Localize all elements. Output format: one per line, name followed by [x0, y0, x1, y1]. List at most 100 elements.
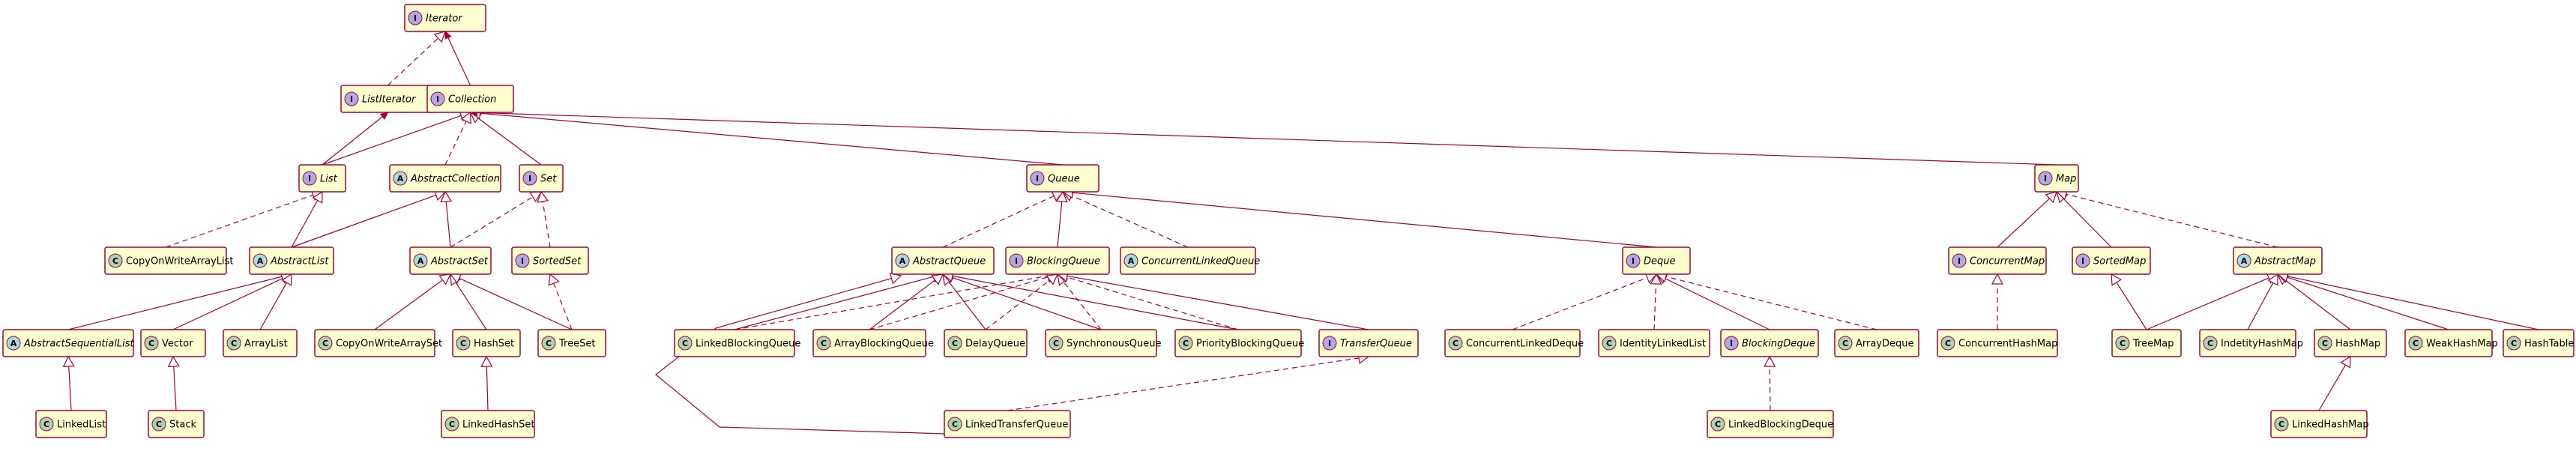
node-box [409, 246, 492, 275]
node-HashTable[interactable]: C HashTable [2503, 329, 2575, 357]
type-letter: C [952, 420, 958, 429]
edge-AbstractSequentialList-to-AbstractList [67, 276, 283, 330]
edge-TreeSet-to-AbstractSet [459, 277, 573, 330]
node-label: BlockingDeque [1742, 339, 1815, 350]
node-box [426, 85, 514, 113]
edge-LinkedBlockingQueue-to-BlockingQueue [734, 275, 1049, 330]
node-label: ArrayList [244, 339, 288, 350]
type-letter: I [1632, 256, 1635, 266]
node-label: IndetityHashMap [2221, 339, 2303, 350]
interface-type-icon [1030, 171, 1045, 186]
edge-LinkedTransferQueue-to-AbstractQueue [655, 277, 971, 435]
node-box [674, 329, 795, 357]
node-label: Iterator [426, 13, 463, 25]
class-type-icon [1448, 336, 1463, 351]
class-type-icon [456, 336, 471, 351]
node-box [511, 246, 589, 275]
edge-WeakHashMap-to-AbstractMap [2287, 276, 2449, 330]
abstract-type-icon [253, 253, 268, 268]
type-letter: A [1128, 256, 1135, 266]
node-box [537, 329, 606, 357]
type-letter: C [2511, 339, 2517, 348]
class-type-icon [444, 417, 459, 432]
type-letter: C [2207, 339, 2213, 348]
edge-HashTable-to-AbstractMap [2287, 276, 2539, 330]
node-box [2072, 246, 2151, 275]
edge-ArrayList-to-AbstractList [259, 282, 288, 330]
edge-HashSet-to-AbstractSet [455, 282, 487, 330]
node-box [944, 410, 1071, 438]
class-type-icon [816, 336, 831, 351]
edge-DelayQueue-to-BlockingQueue [985, 279, 1051, 330]
edge-SynchronousQueue-to-BlockingQueue [1063, 281, 1102, 330]
node-label: LinkedList [57, 420, 106, 431]
abstract-type-icon [895, 253, 910, 268]
node-label: AbstractSet [430, 256, 489, 267]
node-box [1444, 329, 1581, 357]
node-label: SynchronousQueue [1067, 339, 1162, 350]
type-letter: C [43, 420, 49, 429]
class-type-icon [2115, 336, 2130, 351]
node-box [35, 410, 107, 438]
edge-BlockingDeque-to-Deque [1665, 278, 1770, 330]
node-label: Stack [169, 420, 196, 431]
node-label: AbstractQueue [912, 256, 986, 267]
interface-type-icon [1009, 253, 1024, 268]
node-label: HashTable [2524, 339, 2574, 350]
node-box [249, 246, 334, 275]
edge-ConcurrentLinkedQueue-to-Queue [1071, 195, 1189, 248]
type-letter: C [682, 339, 688, 348]
edge-Vector-to-AbstractList [172, 277, 283, 330]
interface-type-icon [1724, 336, 1739, 351]
interface-type-icon [522, 171, 537, 186]
type-letter: C [148, 339, 154, 348]
edge-DelayQueue-to-BlockingQueue-arrowhead [1046, 273, 1059, 285]
node-IndetityHashMap[interactable]: C IndetityHashMap [2199, 329, 2303, 357]
node-LinkedList[interactable]: C LinkedList [35, 410, 107, 438]
